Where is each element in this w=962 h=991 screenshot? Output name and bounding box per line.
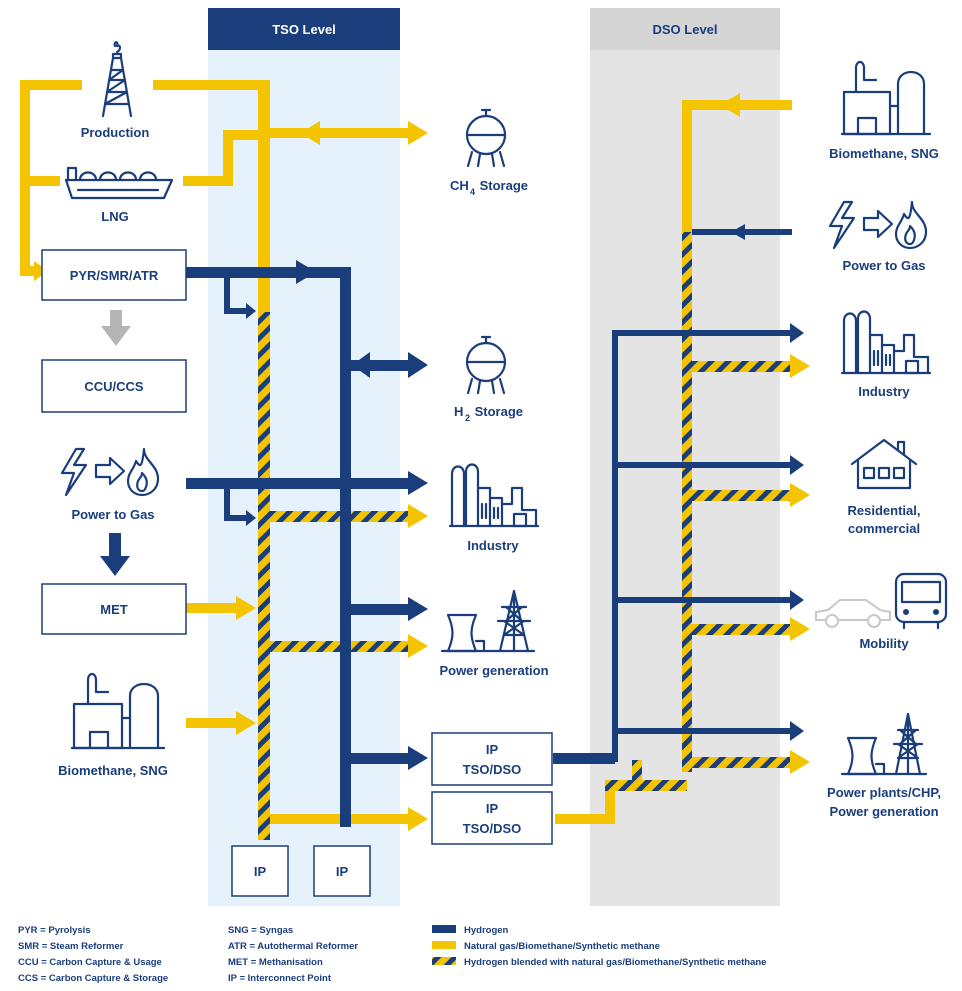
tso-header-label: TSO Level <box>272 22 336 37</box>
production-label: Production <box>81 125 150 140</box>
legend-swatch-blended <box>432 957 456 965</box>
industry-factory-icon <box>448 463 540 528</box>
legend-abbrev-ccs: CCS = Carbon Capture & Storage <box>18 973 168 984</box>
power-to-gas-icon <box>60 447 160 497</box>
power-to-gas-right-label: Power to Gas <box>842 258 925 273</box>
legend-swatch-hydrogen <box>432 925 456 933</box>
ip-bottom-box-1: IP <box>231 845 289 897</box>
biomethane-plant-icon <box>70 672 166 750</box>
legend-abbreviations-col1: PYR = Pyrolysis SMR = Steam Reformer CCU… <box>18 925 168 984</box>
gas-storage-sphere-icon <box>465 108 507 168</box>
ch4-suffix: Storage <box>476 178 528 193</box>
grey-arrow-down-icon <box>101 310 131 346</box>
power-to-gas-right-icon <box>828 200 928 250</box>
legend-line-types: Hydrogen Natural gas/Biomethane/Syntheti… <box>432 925 766 968</box>
legend-abbrev-sng: SNG = Syngas <box>228 925 293 936</box>
ip-bottom-2-label: IP <box>336 864 349 879</box>
legend-natural-gas-label: Natural gas/Biomethane/Synthetic methane <box>464 941 660 952</box>
ip-upper-line2: TSO/DSO <box>463 762 522 777</box>
industry-right-label: Industry <box>858 384 910 399</box>
tso-blended-trunk <box>258 312 270 840</box>
power-plants-right-icon <box>840 712 928 776</box>
bus-icon <box>894 572 948 630</box>
industry-tso-label: Industry <box>467 538 519 553</box>
oil-rig-icon <box>101 41 133 118</box>
legend-swatch-natural-gas <box>432 941 456 949</box>
ip-tso-dso-box-lower: IP TSO/DSO <box>431 791 553 845</box>
legend-abbrev-ip: IP = Interconnect Point <box>228 973 332 984</box>
ch4-prefix: CH <box>450 178 469 193</box>
ip-tso-dso-box-upper: IP TSO/DSO <box>431 732 553 786</box>
legend-blended-label: Hydrogen blended with natural gas/Biomet… <box>464 957 766 968</box>
ch4-storage-label: CH 4 Storage <box>450 178 528 197</box>
legend-abbrev-atr: ATR = Autothermal Reformer <box>228 941 358 952</box>
h2-sub: 2 <box>465 413 470 423</box>
biomethane-left-label: Biomethane, SNG <box>58 763 168 778</box>
ip-lower-line1: IP <box>486 801 499 816</box>
biomethane-plant-right-icon <box>840 60 932 136</box>
industry-right-icon <box>840 310 932 375</box>
tso-header: TSO Level <box>208 8 400 50</box>
dso-hydrogen-lines <box>612 323 804 762</box>
ip-upper-line1: IP <box>486 742 499 757</box>
pyr-smr-atr-label: PYR/SMR/ATR <box>70 268 159 283</box>
power-plant-pylon-icon <box>440 589 536 653</box>
ip-bottom-box-2: IP <box>313 845 371 897</box>
legend-abbrev-met: MET = Methanisation <box>228 957 323 968</box>
hydrogen-lines-tso <box>186 260 615 827</box>
dso-header: DSO Level <box>590 8 780 50</box>
h2-suffix: Storage <box>471 404 523 419</box>
met-label: MET <box>100 602 128 617</box>
lng-ship-icon <box>64 166 174 200</box>
biomethane-right-label: Biomethane, SNG <box>829 146 939 161</box>
house-icon <box>850 438 918 490</box>
power-generation-tso-label: Power generation <box>439 663 548 678</box>
lng-label: LNG <box>101 209 128 224</box>
natural-gas-lines-left <box>20 80 605 831</box>
ip-lower-line2: TSO/DSO <box>463 821 522 836</box>
blue-arrow-down-icon <box>100 533 130 576</box>
met-box: MET <box>41 583 187 635</box>
legend-abbrev-smr: SMR = Steam Reformer <box>18 941 124 952</box>
residential-label-line1: Residential, <box>848 503 921 518</box>
ccu-ccs-label: CCU/CCS <box>84 379 144 394</box>
hydrogen-storage-sphere-icon <box>465 335 507 395</box>
power-plants-label-line1: Power plants/CHP, <box>827 785 941 800</box>
legend-hydrogen-label: Hydrogen <box>464 925 509 936</box>
ch4-sub: 4 <box>470 187 475 197</box>
pyr-smr-atr-box: PYR/SMR/ATR <box>41 249 187 301</box>
legend-abbrev-ccu: CCU = Carbon Capture & Usage <box>18 957 162 968</box>
legend-abbrev-pyr: PYR = Pyrolysis <box>18 925 91 936</box>
mobility-label: Mobility <box>859 636 909 651</box>
residential-label-line2: commercial <box>848 521 920 536</box>
ip-bottom-1-label: IP <box>254 864 267 879</box>
dso-gas-lines <box>605 93 810 824</box>
dso-header-label: DSO Level <box>652 22 717 37</box>
power-to-gas-left-label: Power to Gas <box>71 507 154 522</box>
legend-abbreviations-col2: SNG = Syngas ATR = Autothermal Reformer … <box>228 925 358 984</box>
car-icon <box>815 599 891 628</box>
ccu-ccs-box: CCU/CCS <box>41 359 187 413</box>
power-plants-label-line2: Power generation <box>829 804 938 819</box>
h2-prefix: H <box>454 404 463 419</box>
h2-storage-label: H 2 Storage <box>454 404 523 423</box>
